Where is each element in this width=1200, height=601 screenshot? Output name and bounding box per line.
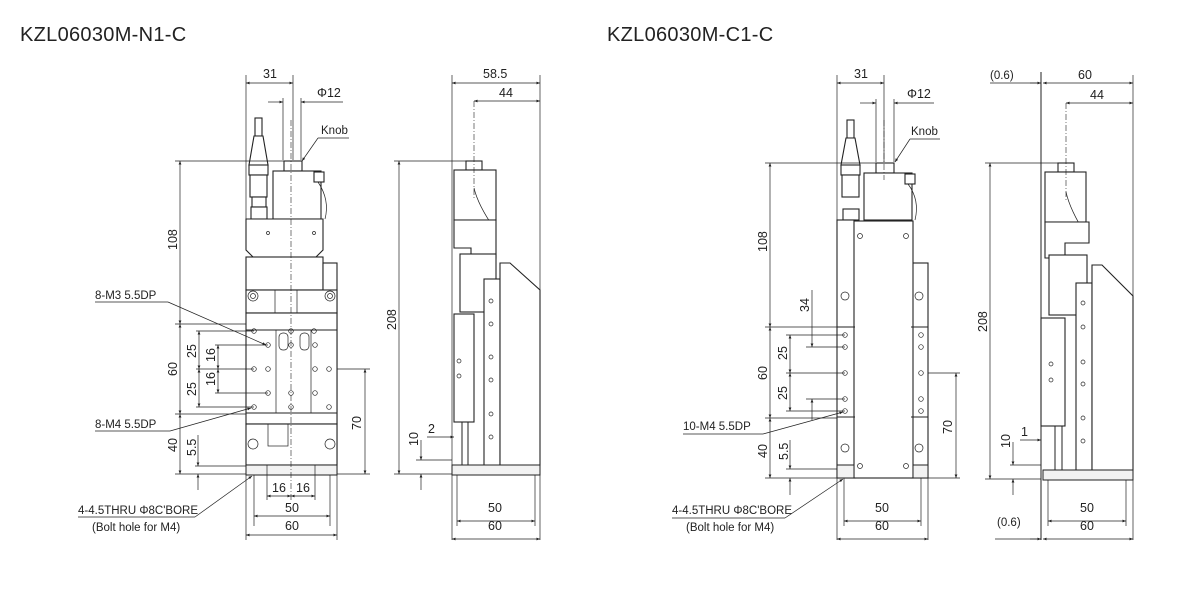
- c1-dim-25-lower: 25: [776, 386, 790, 400]
- c1-dim-60-bottom: 60: [875, 519, 889, 533]
- c1-callout-thru: 4-4.5THRU Φ8C'BORE: [672, 505, 792, 517]
- dim-108: 108: [166, 229, 180, 250]
- c1-side-dimensions: (0.6) 60 44 208 10 1 50 (0.6) 60: [976, 68, 1134, 541]
- c1-dim-31: 31: [854, 67, 868, 81]
- c1-dim-34: 34: [798, 298, 812, 312]
- c1-front-view: [836, 119, 929, 479]
- c1-side-dim-208: 208: [976, 311, 990, 332]
- dim-phi12: Φ12: [317, 86, 341, 100]
- c1-side-dim-1: 1: [1021, 425, 1028, 439]
- callout-m3: 8-M3 5.5DP: [95, 290, 157, 302]
- model-title-n1: KZL06030M-N1-C: [20, 24, 187, 46]
- callout-thru: 4-4.5THRU Φ8C'BORE: [78, 505, 198, 517]
- c1-dim-50: 50: [875, 501, 889, 515]
- c1-side-dim-60-bottom: 60: [1080, 519, 1094, 533]
- side-dim-2: 2: [428, 422, 435, 436]
- side-dim-44: 44: [499, 86, 513, 100]
- dim-70: 70: [350, 416, 364, 430]
- n1-side-dimensions: 58.5 44 208 10 2 50 60: [385, 67, 541, 541]
- callout-bolt: (Bolt hole for M4): [92, 522, 180, 534]
- n1-callouts: 8-M3 5.5DP 8-M4 5.5DP 4-4.5THRU Φ8C'BORE…: [78, 290, 267, 534]
- dim-16-bottom-left: 16: [272, 481, 286, 495]
- c1-callouts: 10-M4 5.5DP 4-4.5THRU Φ8C'BORE (Bolt hol…: [672, 411, 844, 534]
- dim-50: 50: [285, 501, 299, 515]
- dim-25-lower: 25: [185, 382, 199, 396]
- dim-31: 31: [263, 67, 277, 81]
- c1-side-view: [1040, 72, 1134, 540]
- dim-60-bottom: 60: [285, 519, 299, 533]
- c1-dim-25-upper: 25: [776, 346, 790, 360]
- dim-16-lower: 16: [204, 372, 218, 386]
- c1-front-dimensions: 31 Φ12 Knob 108 60 40 25 25 34 5.5 70 50…: [756, 67, 960, 541]
- c1-side-dim-50: 50: [1080, 501, 1094, 515]
- n1-side-view: [451, 101, 541, 476]
- dim-25-upper: 25: [185, 344, 199, 358]
- c1-side-offset-top: (0.6): [990, 70, 1014, 82]
- side-dim-58-5: 58.5: [483, 67, 507, 81]
- c1-side-dim-60-top: 60: [1078, 68, 1092, 82]
- n1-mounting-holes: [251, 328, 332, 410]
- c1-side-dim-10: 10: [999, 434, 1013, 448]
- dim-40: 40: [166, 438, 180, 452]
- c1-dim-60: 60: [756, 366, 770, 380]
- c1-dim-70: 70: [941, 420, 955, 434]
- c1-side-holes: [1080, 300, 1086, 444]
- callout-m4: 8-M4 5.5DP: [95, 419, 157, 431]
- c1-dim-phi12: Φ12: [907, 87, 931, 101]
- side-dim-208: 208: [385, 309, 399, 330]
- knob-label: Knob: [321, 125, 348, 137]
- c1-side-offset-bottom: (0.6): [997, 517, 1021, 529]
- side-dim-10: 10: [407, 432, 421, 446]
- side-dim-60: 60: [488, 519, 502, 533]
- c1-dim-108: 108: [756, 231, 770, 252]
- dim-16-bottom-right: 16: [296, 481, 310, 495]
- dim-16-upper: 16: [204, 348, 218, 362]
- dim-60: 60: [166, 362, 180, 376]
- c1-knob-label: Knob: [911, 126, 938, 138]
- c1-callout-m4: 10-M4 5.5DP: [683, 421, 751, 433]
- n1-side-holes: [488, 298, 494, 440]
- side-dim-50: 50: [488, 501, 502, 515]
- c1-dim-5-5: 5.5: [777, 443, 791, 460]
- c1-callout-bolt: (Bolt hole for M4): [686, 522, 774, 534]
- c1-side-dim-44: 44: [1090, 88, 1104, 102]
- model-title-c1: KZL06030M-C1-C: [607, 24, 774, 46]
- n1-front-dimensions: 31 Φ12 Knob 108 60 40 25 25 16 16 5.5 70…: [166, 67, 370, 540]
- dim-5-5: 5.5: [185, 439, 199, 456]
- n1-front-view: [245, 117, 338, 500]
- c1-dim-40: 40: [756, 444, 770, 458]
